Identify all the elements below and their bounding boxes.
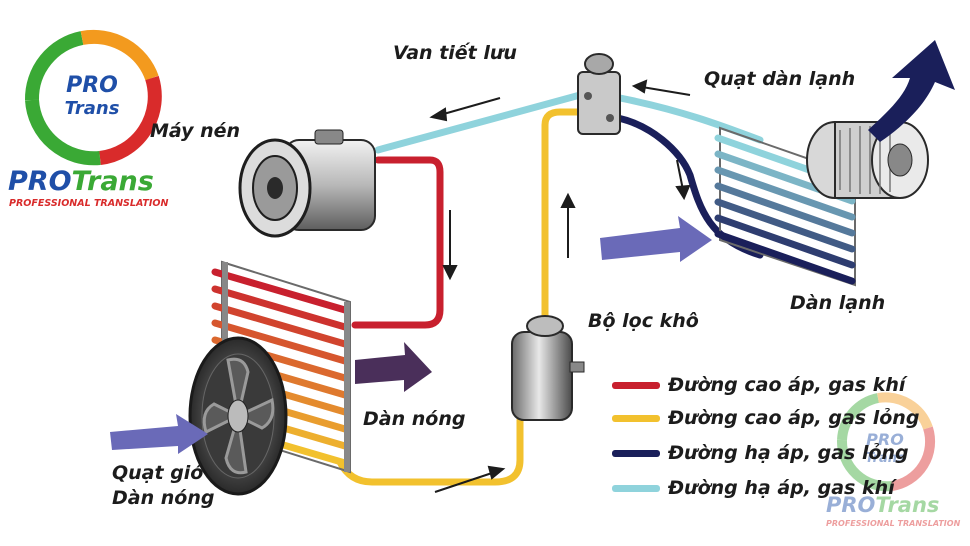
- watermark-wordmark-trans: Trans: [875, 493, 939, 517]
- watermark-badge-bottom: Trans: [865, 451, 905, 466]
- logo-badge-top: PRO: [66, 73, 118, 98]
- watermark-wordmark-pro: PRO: [826, 493, 876, 517]
- legend-item: Đường cao áp, gas khí: [612, 371, 905, 399]
- cold-air-out-arrow: [868, 40, 955, 142]
- legend-item: Đường hạ áp, gas khí: [612, 474, 895, 502]
- coil-tube: [714, 166, 856, 221]
- receiver-drier: [511, 315, 585, 421]
- label-condenser-fan-line1: Quạt gió: [112, 462, 204, 484]
- label-evaporator: Dàn lạnh: [790, 292, 886, 314]
- compressor: [238, 129, 376, 238]
- legend-text: Đường hạ áp, gas lỏng: [668, 442, 909, 464]
- expansion-valve: [577, 53, 621, 135]
- legend-text: Đường cao áp, gas lỏng: [668, 407, 920, 429]
- legend-swatch: [612, 414, 660, 422]
- airflow-arrows: [110, 40, 955, 454]
- legend-text: Đường hạ áp, gas khí: [668, 477, 895, 499]
- legend-swatch: [612, 449, 660, 457]
- logo-badge-bottom: Trans: [65, 98, 120, 119]
- legend-swatch: [612, 484, 660, 492]
- label-compressor: Máy nén: [150, 120, 241, 142]
- coil-tube: [211, 302, 349, 348]
- legend-text: Đường cao áp, gas khí: [668, 374, 906, 396]
- label-throttle-valve: Van tiết lưu: [393, 42, 517, 64]
- legend-item: Đường cao áp, gas lỏng: [612, 404, 919, 432]
- high-liquid-pipe: [336, 108, 584, 486]
- label-condenser-fan-line2: Dàn nóng: [112, 487, 215, 509]
- label-evaporator-fan: Quạt dàn lạnh: [704, 68, 856, 90]
- label-drier: Bộ lọc khô: [588, 310, 699, 332]
- coil-tube: [211, 285, 349, 331]
- evaporator-blower: [806, 121, 929, 199]
- watermark-tagline: PROFESSIONAL TRANSLATION: [826, 519, 961, 528]
- watermark-badge-top: PRO: [866, 430, 904, 449]
- coil-tube: [714, 198, 856, 253]
- label-condenser: Dàn nóng: [363, 408, 466, 430]
- flow-arrows: [429, 79, 691, 493]
- low-gas-pipe: [374, 91, 764, 154]
- coil-tube: [714, 214, 856, 269]
- coil-tube: [714, 182, 856, 237]
- logo-tagline: PROFESSIONAL TRANSLATION: [9, 198, 168, 209]
- logo-wordmark: PROTrans: [8, 166, 154, 197]
- protrans-watermark: PRO Trans PROTrans PROFESSIONAL TRANSLAT…: [826, 392, 961, 528]
- legend-item: Đường hạ áp, gas lỏng: [612, 439, 909, 467]
- watermark-wordmark: PROTrans: [826, 493, 939, 517]
- coil-tube: [211, 268, 349, 314]
- logo-wordmark-trans: Trans: [72, 166, 154, 197]
- condenser-fan: [188, 336, 288, 496]
- legend-swatch: [612, 381, 660, 389]
- protrans-logo-badge: PRO Trans: [24, 29, 162, 166]
- coil-tube: [714, 230, 856, 285]
- coil-tube: [211, 319, 349, 365]
- logo-wordmark-pro: PRO: [8, 166, 72, 197]
- high-gas-pipe: [351, 156, 444, 329]
